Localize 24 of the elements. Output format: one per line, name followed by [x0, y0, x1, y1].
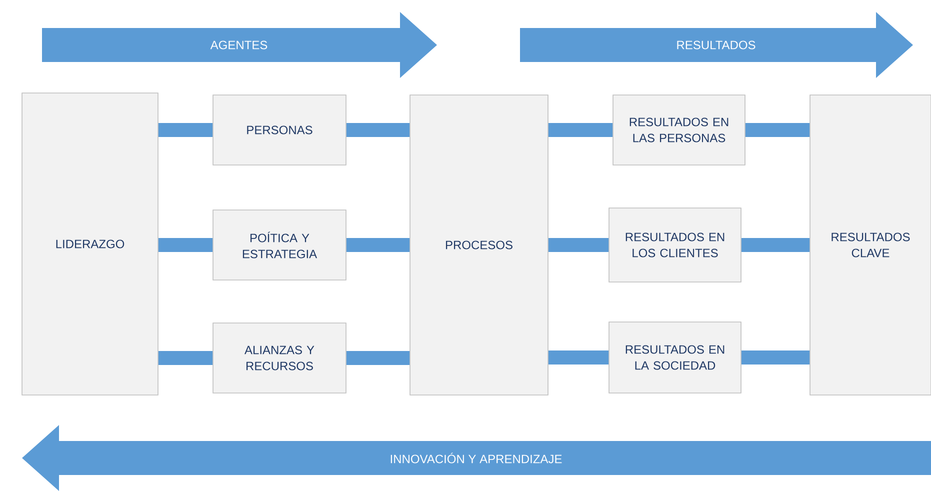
connector-bar: [548, 350, 609, 364]
process-box: POÍTICA Y ESTRATEGIA: [212, 210, 346, 280]
process-box: RESULTADOS EN LAS PERSONAS: [612, 94, 746, 166]
connector-bar: [346, 123, 410, 137]
connector-bar: [346, 238, 410, 252]
process-box: PERSONAS: [212, 94, 346, 166]
connector-bar: [741, 238, 810, 252]
process-box: RESULTADOS EN LA SOCIEDAD: [608, 322, 742, 394]
process-box: ALIANZAS Y RECURSOS: [212, 322, 346, 394]
process-box: PROCESOS: [410, 94, 548, 396]
connector-bar: [158, 123, 213, 137]
process-box: RESULTADOS EN LOS CLIENTES: [608, 208, 742, 282]
connector-bar: [158, 238, 213, 252]
banner-label: RESULTADOS: [677, 40, 756, 50]
connector-bar: [346, 351, 410, 365]
banner-label: AGENTES: [210, 40, 268, 50]
process-box: RESULTADOS CLAVE: [810, 94, 931, 396]
connector-bar: [745, 123, 810, 137]
banner-label: INNOVACIÓN Y APRENDIZAJE: [390, 452, 562, 464]
process-box: LIDERAZGO: [22, 92, 158, 396]
connector-bar: [548, 123, 613, 137]
connector-bar: [548, 238, 609, 252]
connector-bar: [741, 350, 810, 364]
connector-bar: [158, 351, 213, 365]
